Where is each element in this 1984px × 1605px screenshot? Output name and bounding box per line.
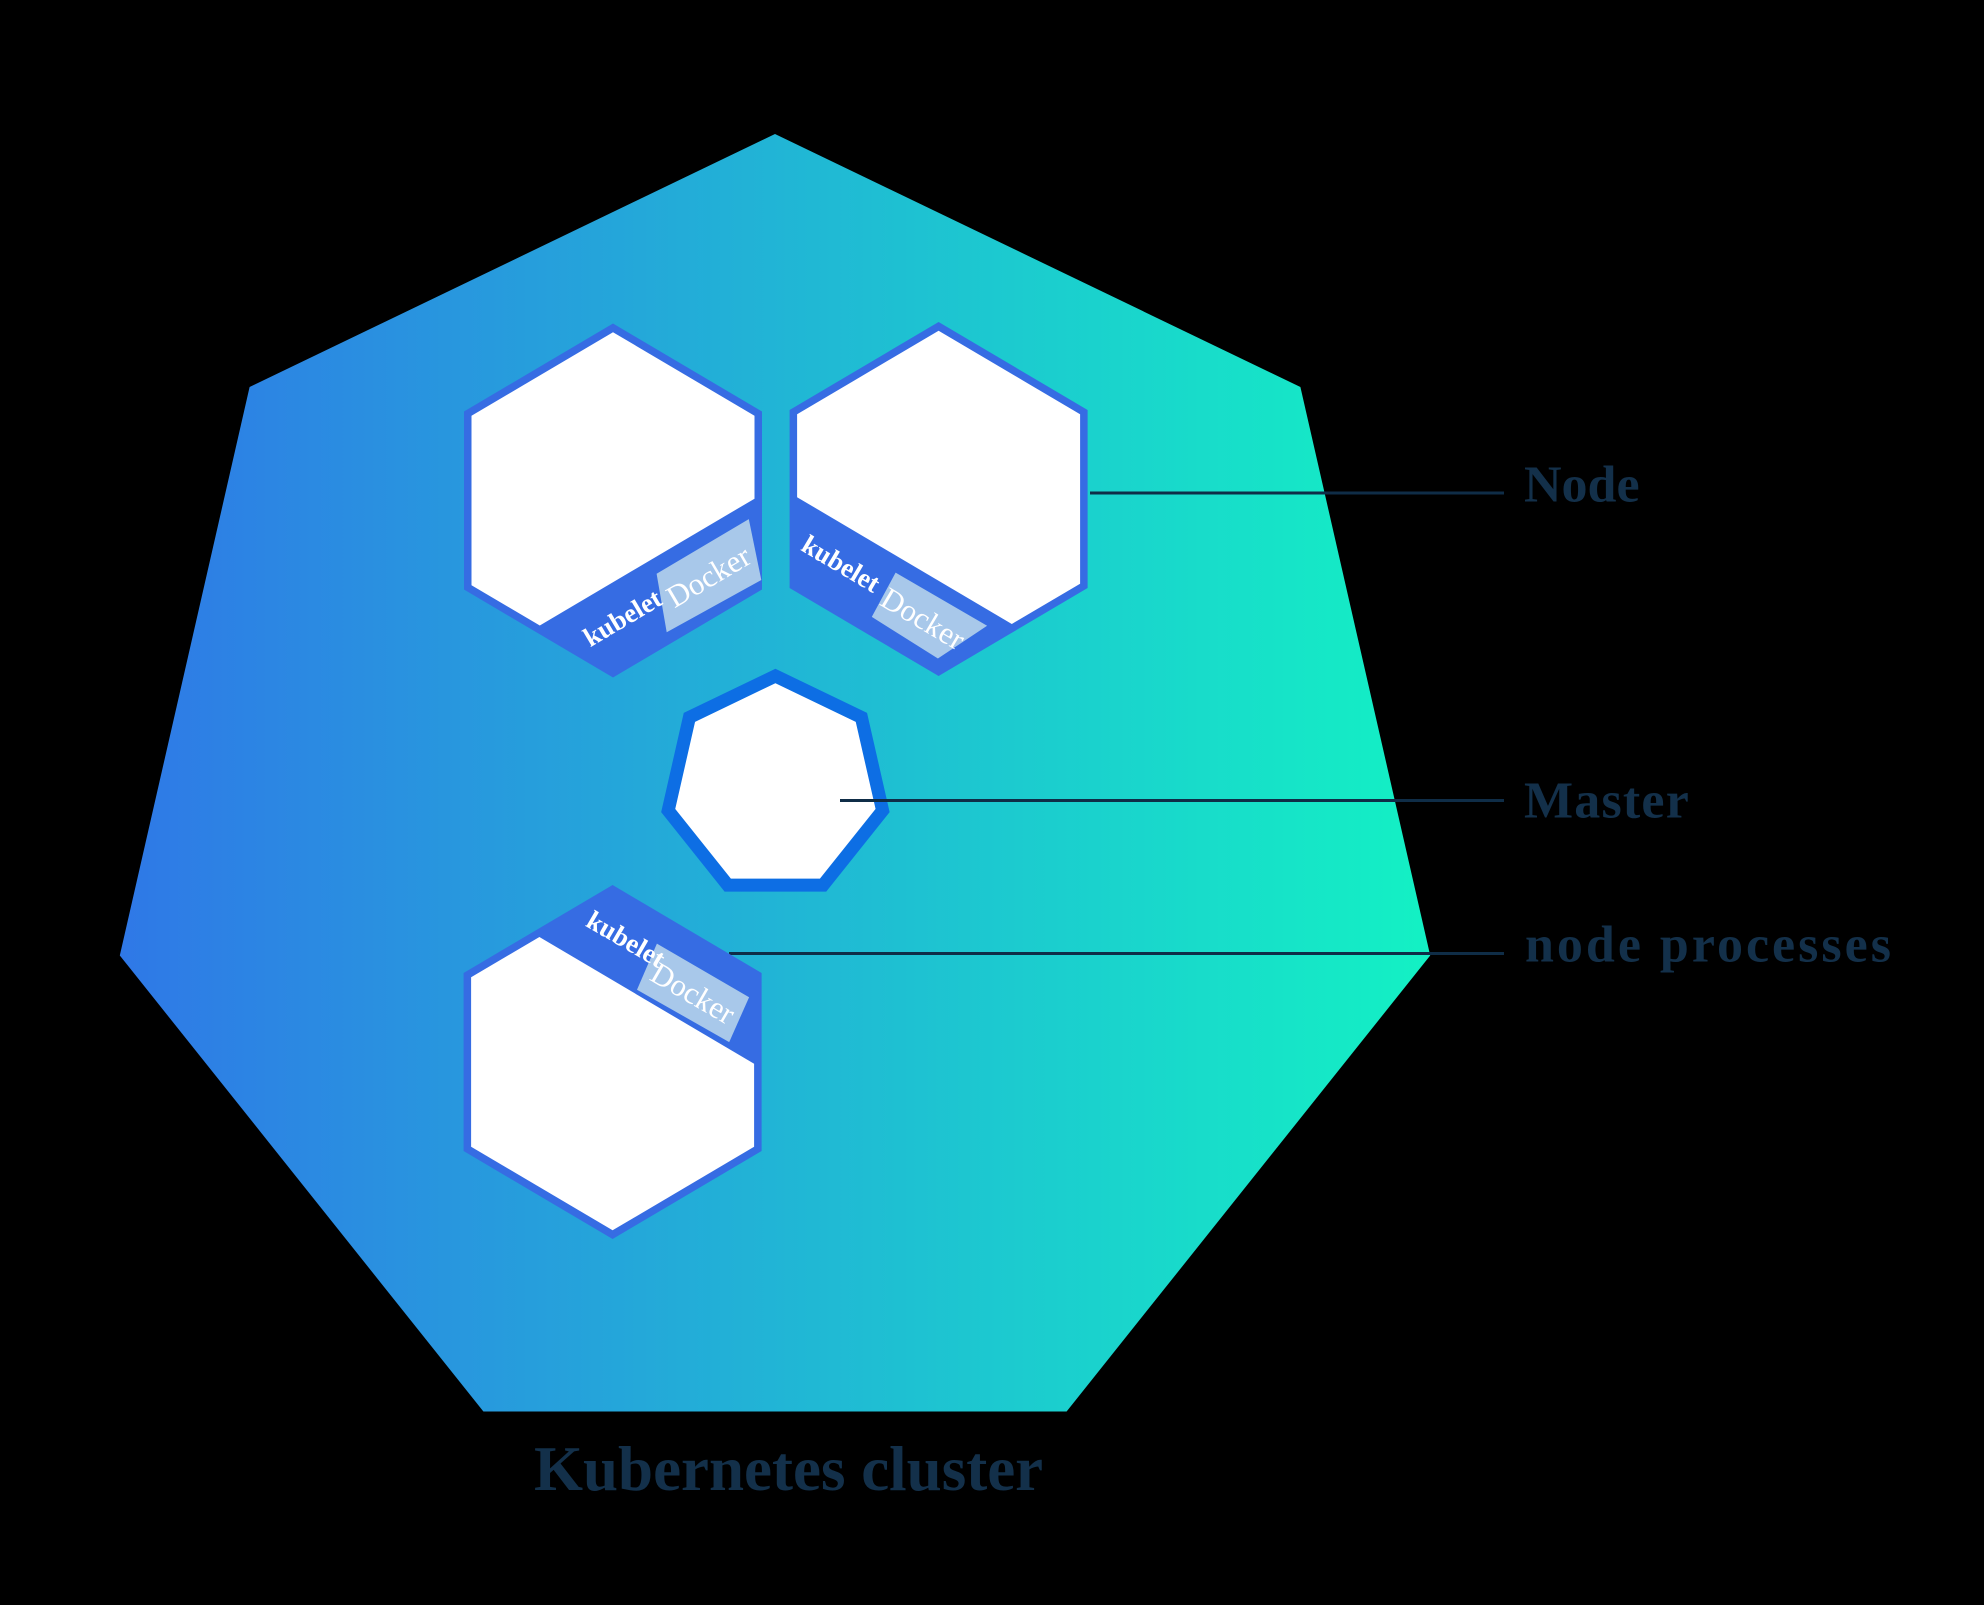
svg-text:node processes: node processes [1525, 917, 1894, 974]
svg-text:Master: Master [1524, 772, 1690, 829]
svg-text:Node: Node [1524, 457, 1640, 514]
svg-text:Kubernetes cluster: Kubernetes cluster [534, 1434, 1043, 1504]
